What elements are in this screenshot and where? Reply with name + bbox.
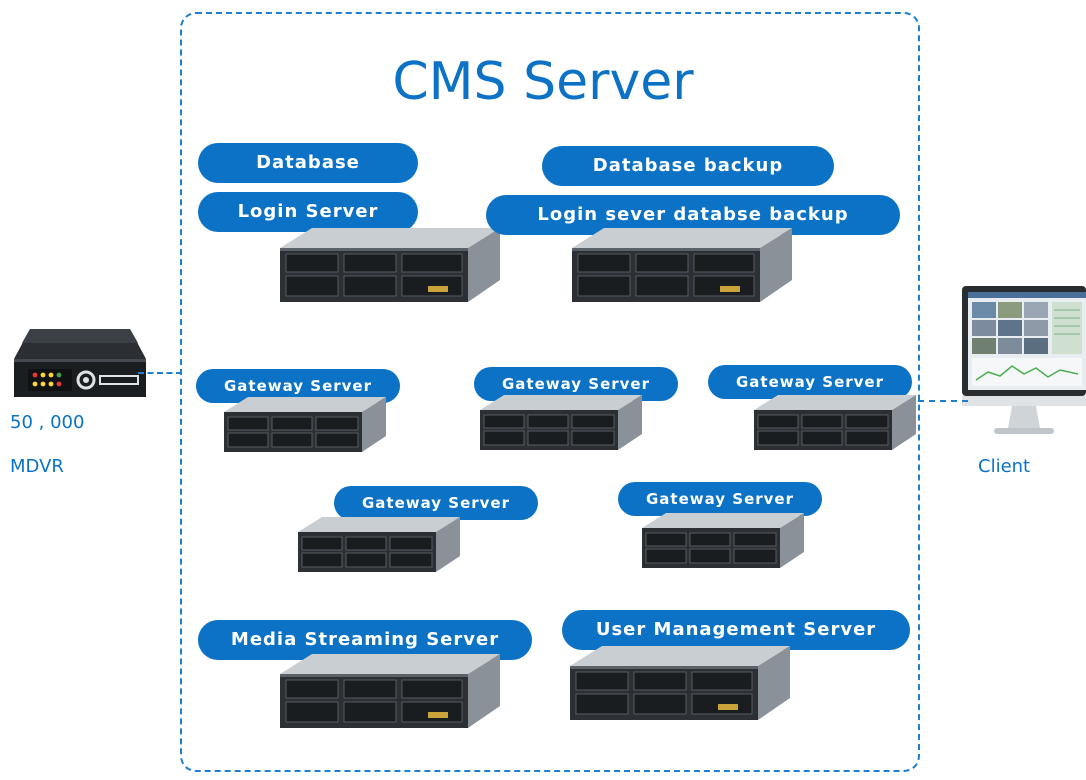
client-monitor-icon — [962, 286, 1086, 434]
mdvr-device-icon — [14, 329, 146, 397]
user-management-server-label: User Management Server — [562, 610, 910, 650]
database-server-label: Database — [198, 143, 418, 183]
gateway-server-label: Gateway Server — [618, 482, 822, 516]
cms-server-title: CMS Server — [392, 52, 694, 112]
server-rack-icon — [570, 646, 790, 720]
server-rack-icon — [480, 395, 642, 450]
database-backup-label: Database backup — [542, 146, 834, 186]
media-streaming-server-label: Media Streaming Server — [198, 620, 532, 660]
client-connector-line — [918, 400, 968, 402]
server-rack-icon — [280, 654, 500, 728]
gateway-server-label: Gateway Server — [708, 365, 912, 399]
server-rack-icon — [754, 395, 916, 450]
server-rack-icon — [298, 517, 460, 572]
client-name-label: Client — [978, 456, 1031, 477]
server-rack-icon — [572, 228, 792, 302]
mdvr-name-label: MDVR — [10, 456, 64, 477]
cms-server-boundary — [180, 12, 920, 772]
gateway-server-label: Gateway Server — [334, 486, 538, 520]
login-server-label: Login Server — [198, 192, 418, 232]
mdvr-connector-line — [138, 372, 182, 374]
mdvr-count-label: 50 , 000 — [10, 412, 85, 433]
server-rack-icon — [224, 397, 386, 452]
server-rack-icon — [280, 228, 500, 302]
server-rack-icon — [642, 513, 804, 568]
